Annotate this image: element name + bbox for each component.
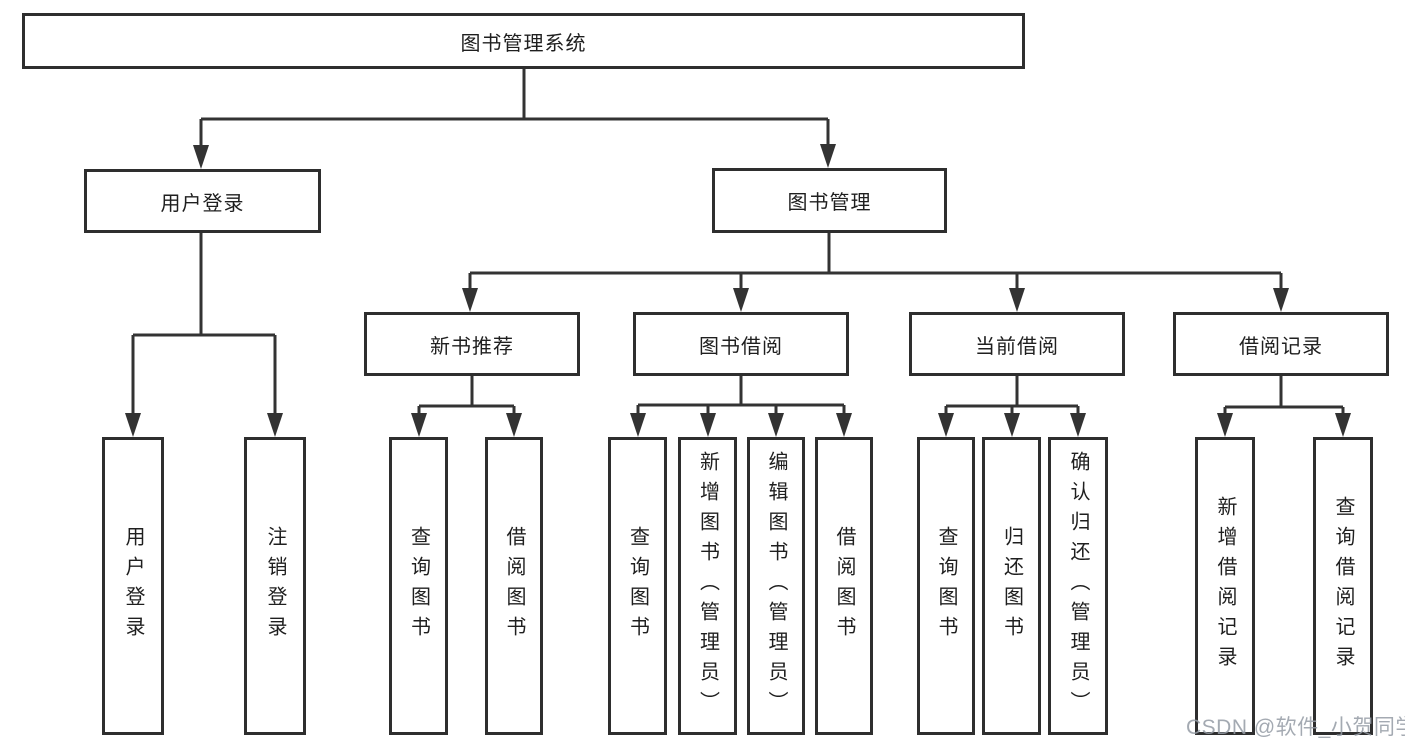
node-label: 查询图书 xyxy=(935,526,957,646)
node-label: 新增借阅记录 xyxy=(1214,496,1236,676)
node-label: 借阅记录 xyxy=(1239,335,1323,358)
node-new-book-recommendation: 新书推荐 xyxy=(364,312,580,376)
node-label: 图书借阅 xyxy=(699,335,783,358)
leaf-user-login: 用户登录 xyxy=(102,437,164,735)
node-label: 归还图书 xyxy=(1000,526,1023,646)
leaf-logout-login: 注销登录 xyxy=(244,437,306,735)
leaf-add-book-admin: 新增图书（管理员） xyxy=(678,437,737,735)
leaf-borrow-books-borrowing: 借阅图书 xyxy=(815,437,873,735)
node-label: 查询图书 xyxy=(407,526,430,646)
node-book-borrowing: 图书借阅 xyxy=(633,312,849,376)
node-label: 借阅图书 xyxy=(833,526,855,646)
node-library-management-system: 图书管理系统 xyxy=(22,13,1025,69)
node-borrowing-records: 借阅记录 xyxy=(1173,312,1389,376)
node-label: 用户登录 xyxy=(160,192,245,215)
leaf-add-borrow-record: 新增借阅记录 xyxy=(1195,437,1255,735)
node-label: 编辑图书（管理员） xyxy=(765,451,787,721)
node-label: 注销登录 xyxy=(264,526,286,646)
leaf-borrow-books-recommend: 借阅图书 xyxy=(485,437,543,735)
leaf-return-books: 归还图书 xyxy=(982,437,1041,735)
node-label: 借阅图书 xyxy=(503,526,525,646)
node-label: 图书管理系统 xyxy=(460,32,587,55)
arrowhead-icons xyxy=(125,144,1351,437)
csdn-watermark: CSDN @软件_小贺同学 xyxy=(1186,716,1405,739)
node-user-login: 用户登录 xyxy=(84,169,321,233)
node-label: 新书推荐 xyxy=(430,335,514,358)
leaf-edit-book-admin: 编辑图书（管理员） xyxy=(747,437,805,735)
leaf-query-books-current: 查询图书 xyxy=(917,437,975,735)
node-label: 图书管理 xyxy=(787,192,872,214)
node-label: 当前借阅 xyxy=(975,335,1059,358)
leaf-query-borrow-record: 查询借阅记录 xyxy=(1313,437,1373,735)
node-book-management: 图书管理 xyxy=(712,168,947,233)
leaf-query-books-recommend: 查询图书 xyxy=(389,437,448,735)
leaf-confirm-return-admin: 确认归还（管理员） xyxy=(1048,437,1108,735)
node-label: 查询图书 xyxy=(626,526,649,646)
node-label: 新增图书（管理员） xyxy=(696,451,719,721)
node-label: 确认归还（管理员） xyxy=(1067,451,1089,721)
node-label: 查询借阅记录 xyxy=(1332,496,1354,676)
node-label: 用户登录 xyxy=(122,526,144,646)
node-current-borrowing: 当前借阅 xyxy=(909,312,1125,376)
leaf-query-books-borrowing: 查询图书 xyxy=(608,437,667,735)
